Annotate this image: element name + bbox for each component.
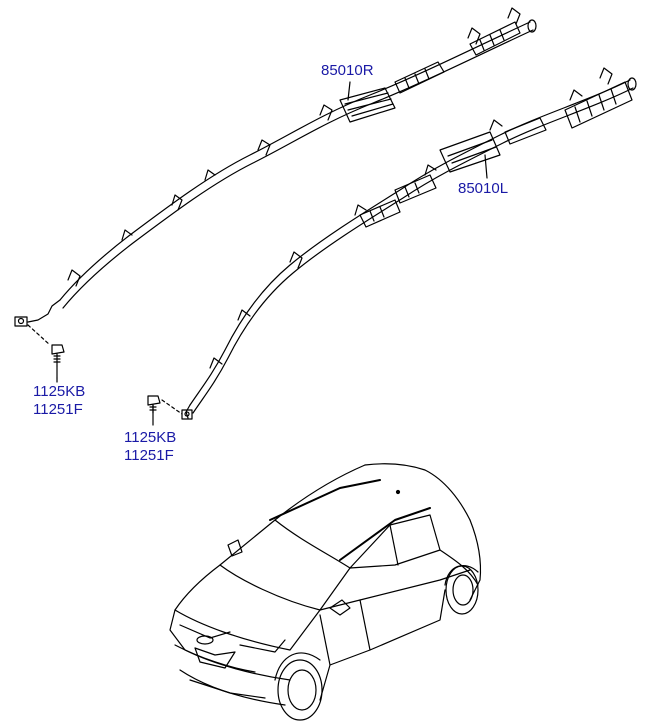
bolt-right-part-2: 11251F [33, 401, 83, 418]
leader-85010R [347, 81, 351, 101]
curtain-airbag-left-icon [181, 67, 637, 420]
leader-85010L [484, 154, 488, 179]
callout-85010R[interactable]: 85010R [321, 62, 374, 80]
bolt-left-part-1: 1125KB [124, 429, 177, 446]
car-outline-icon [169, 463, 482, 721]
bolt-icon [27, 324, 183, 426]
callout-85010L[interactable]: 85010L [458, 180, 508, 198]
curtain-airbag-right-icon [14, 7, 537, 327]
callout-bolt-left[interactable]: 1125KB 11251F [124, 429, 176, 465]
part-number-85010L: 85010L [458, 180, 509, 197]
part-number-85010R: 85010R [321, 62, 374, 79]
bolt-left-part-2: 11251F [124, 447, 174, 464]
callout-bolt-right[interactable]: 1125KB 11251F [33, 383, 85, 419]
bolt-right-part-1: 1125KB [33, 383, 86, 400]
